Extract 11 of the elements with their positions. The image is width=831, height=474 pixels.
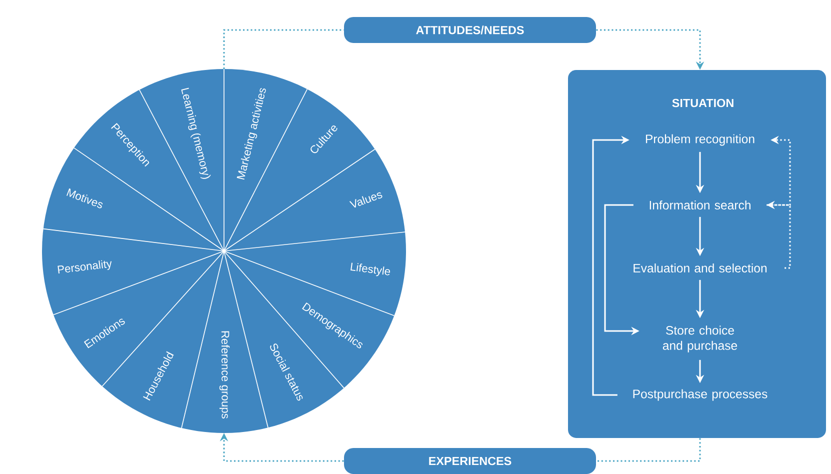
label-pill: ATTITUDES/NEEDS xyxy=(344,17,596,43)
label-pill: EXPERIENCES xyxy=(344,448,596,474)
step-label: Postpurchase processes xyxy=(633,389,768,401)
segment-label: Lifestyle xyxy=(350,262,390,276)
step-label: Information search xyxy=(650,200,750,210)
step-label: Problem recognition xyxy=(646,134,754,146)
step-label: Evaluation and selection xyxy=(634,264,767,273)
segment-label: Values xyxy=(349,192,382,208)
segment-label: Personality xyxy=(58,260,112,274)
step-label: Store choice and purchase xyxy=(662,326,738,352)
segment-label: Reference groups xyxy=(219,331,230,418)
